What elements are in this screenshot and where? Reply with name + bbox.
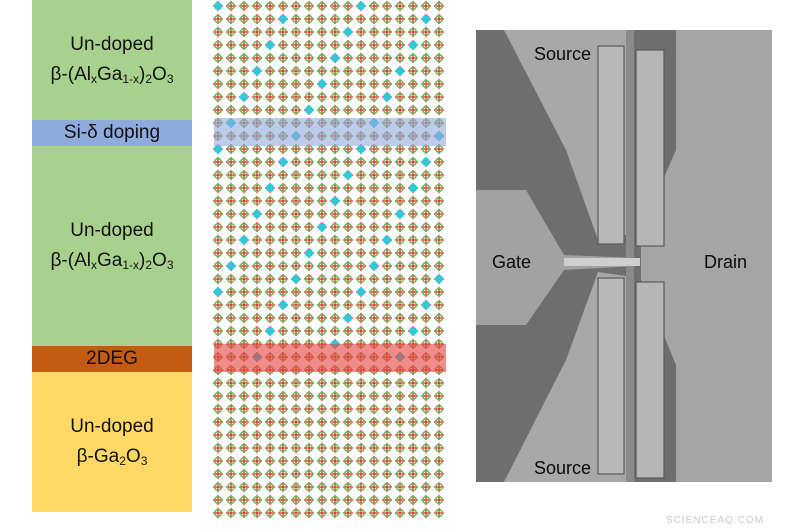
layer-formula: β-(AlxGa1-x)2O3 (50, 250, 174, 272)
twodeg-highlight-band (214, 344, 446, 372)
layer-label-line1: Un-doped (70, 220, 154, 241)
source-bottom-finger (597, 277, 625, 475)
si-delta-highlight-band (214, 118, 446, 146)
drain-label: Drain (704, 252, 748, 272)
drain-pad (641, 30, 772, 482)
layer-formula: β-Ga2O3 (76, 446, 148, 468)
si-delta-doping-layer: Si-δ doping (32, 120, 192, 146)
layer-stack: Un-doped β-(AlxGa1-x)2O3 Si-δ doping Un-… (32, 0, 192, 512)
source-top-label: Source (534, 44, 592, 64)
layer-label-line1: Un-doped (70, 34, 154, 55)
sem-micrograph: Source Gate Drain Source (476, 30, 772, 482)
undoped-algao-middle-layer: Un-doped β-(AlxGa1-x)2O3 (32, 146, 192, 346)
undoped-ga2o3-layer: Un-doped β-Ga2O3 (32, 372, 192, 512)
twodeg-layer: 2DEG (32, 346, 192, 372)
source-bottom-label: Source (534, 458, 592, 478)
gate-pad (476, 190, 636, 325)
source-bottom-pad (504, 272, 626, 482)
twodeg-label: 2DEG (86, 348, 138, 369)
watermark: SCIENCEAQ.COM (665, 515, 764, 526)
drain-top-finger (635, 49, 665, 247)
channel-gap (626, 30, 634, 482)
source-top-pad (504, 30, 626, 240)
layer-formula: β-(AlxGa1-x)2O3 (50, 64, 174, 86)
layer-label-line1: Un-doped (70, 416, 154, 437)
crystal-lattice-diagram (213, 1, 446, 518)
source-top-finger (597, 45, 625, 245)
gate-finger (564, 258, 640, 266)
drain-bottom-finger (635, 281, 665, 479)
device-image (476, 30, 772, 482)
undoped-algao-top-layer: Un-doped β-(AlxGa1-x)2O3 (32, 0, 192, 120)
si-delta-label: Si-δ doping (63, 122, 161, 143)
lattice-atoms (213, 1, 444, 518)
gate-label: Gate (492, 252, 532, 272)
